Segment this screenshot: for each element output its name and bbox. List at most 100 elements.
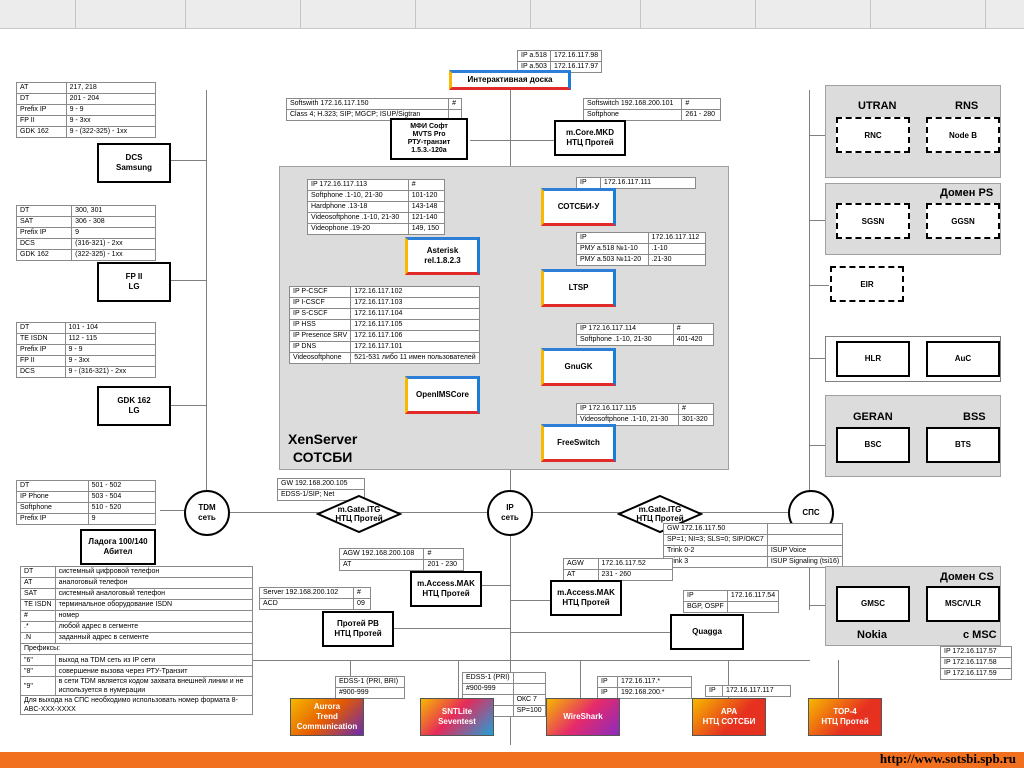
table-cell: 9 (87, 513, 157, 525)
interactive-board-box[interactable]: Интерактивная доска (449, 70, 571, 90)
msc-ip-row: IP 172.16.117.57 (940, 646, 1012, 658)
table-cell: IP HSS (288, 319, 352, 331)
table-row: GW 192.168.200.105 (277, 478, 365, 490)
box-label-line: Абител (103, 547, 133, 556)
box-label-line: Протей РВ (337, 619, 379, 628)
table-cell: IP 172.16.117.115 (576, 403, 679, 415)
table-cell: Trink 3 (663, 556, 768, 568)
nodeb-box[interactable]: Node B (926, 117, 1000, 153)
with-msc-label: с MSC (963, 629, 997, 641)
table-cell: EDSS-1 (PRI, BRI) (335, 676, 405, 688)
table-cell: 172.16.117.98 (549, 50, 603, 62)
gnugk-box[interactable]: GnuGK (541, 348, 616, 386)
table-cell: DCS (15, 238, 73, 250)
table-cell: РМУ а.518 №1-10 (576, 243, 649, 255)
gmsc-box[interactable]: GMSC (836, 586, 910, 622)
table-cell: 172.16.117.52 (597, 558, 673, 570)
table-cell: SAT (15, 216, 73, 228)
table-cell: 172.16.117.101 (350, 341, 480, 353)
ggsn-box[interactable]: GGSN (926, 203, 1000, 239)
table-cell: 231 - 260 (597, 569, 673, 581)
table-cell (512, 683, 546, 695)
quagga-box[interactable]: Quagga (670, 614, 744, 650)
table-cell: IP 172.16.117.59 (940, 668, 1012, 680)
box-label-line: МФИ Софт (410, 123, 448, 130)
table-cell: EDSS-1/SIP; Net (277, 489, 365, 501)
gnugk-table: IP 172.16.117.114#Softphone .1-10, 21-30… (576, 323, 715, 346)
table-cell: 201 - 230 (423, 559, 464, 571)
table-cell: 9 - 3xx (65, 115, 157, 127)
table-cell: IP S-CSCF (288, 308, 352, 320)
sgsn-box[interactable]: SGSN (836, 203, 910, 239)
box-label-line: m.Core.MKD (565, 128, 614, 137)
rnc-box[interactable]: RNC (836, 117, 910, 153)
legend-prefix-row: "6"выход на TDM сеть из IP сети (20, 654, 254, 666)
sotsbi-u-box[interactable]: СОТСБИ-У (541, 188, 616, 226)
gateway-left-diamond[interactable] (316, 494, 402, 534)
table-cell: 172.16.117.* (616, 676, 693, 688)
wireshark-box[interactable]: WireShark (546, 698, 620, 736)
table-cell (766, 523, 844, 535)
bts-box[interactable]: BTS (926, 427, 1000, 463)
tdm-bus-line (206, 90, 207, 500)
openims-box[interactable]: OpenIMSCore (405, 376, 480, 414)
table-row: GW 172.16.117.50 (663, 523, 844, 535)
table-cell: системный цифровой телефон (54, 566, 254, 578)
box-label-line: НТЦ СОТСБИ (702, 717, 756, 726)
cs-domain-label: Домен CS (940, 571, 994, 583)
msc-ip-row: IP 172.16.117.59 (940, 668, 1012, 680)
auc-box[interactable]: AuC (926, 341, 1000, 377)
table-cell: IP (576, 177, 601, 189)
table-cell: IP (705, 685, 723, 697)
table-cell: Videophone .19-20 (307, 223, 409, 235)
table-cell: 521-531 либо 11 имен пользователей (350, 352, 480, 364)
site-url[interactable]: http://www.sotsbi.spb.ru (879, 751, 1016, 766)
table-row: IP 172.16.117.113# (307, 179, 446, 191)
table-cell: TE ISDN (20, 599, 56, 611)
msc-vlr-box[interactable]: MSC/VLR (926, 586, 1000, 622)
table-cell: 261 - 280 (681, 109, 721, 121)
table-row: SP=1; NI=3; SLS=0; SIP/ОКС7 (663, 534, 844, 546)
table-cell: 101-120 (407, 190, 446, 202)
table-row: Softswitch 192.168.200.101# (582, 98, 721, 110)
eir-box[interactable]: EIR (830, 266, 904, 302)
table-cell: 9 - 9 (65, 104, 157, 116)
table-cell: GDK 162 (15, 249, 73, 261)
bsc-box[interactable]: BSC (836, 427, 910, 463)
hlr-box[interactable]: HLR (836, 341, 910, 377)
freeswitch-box[interactable]: FreeSwitch (541, 424, 616, 462)
ltsp-box[interactable]: LTSP (541, 269, 616, 307)
table-row: BGP, OSPF (683, 601, 780, 613)
table-cell: 172.16.117.102 (350, 286, 480, 298)
utran-label: UTRAN (858, 100, 897, 112)
